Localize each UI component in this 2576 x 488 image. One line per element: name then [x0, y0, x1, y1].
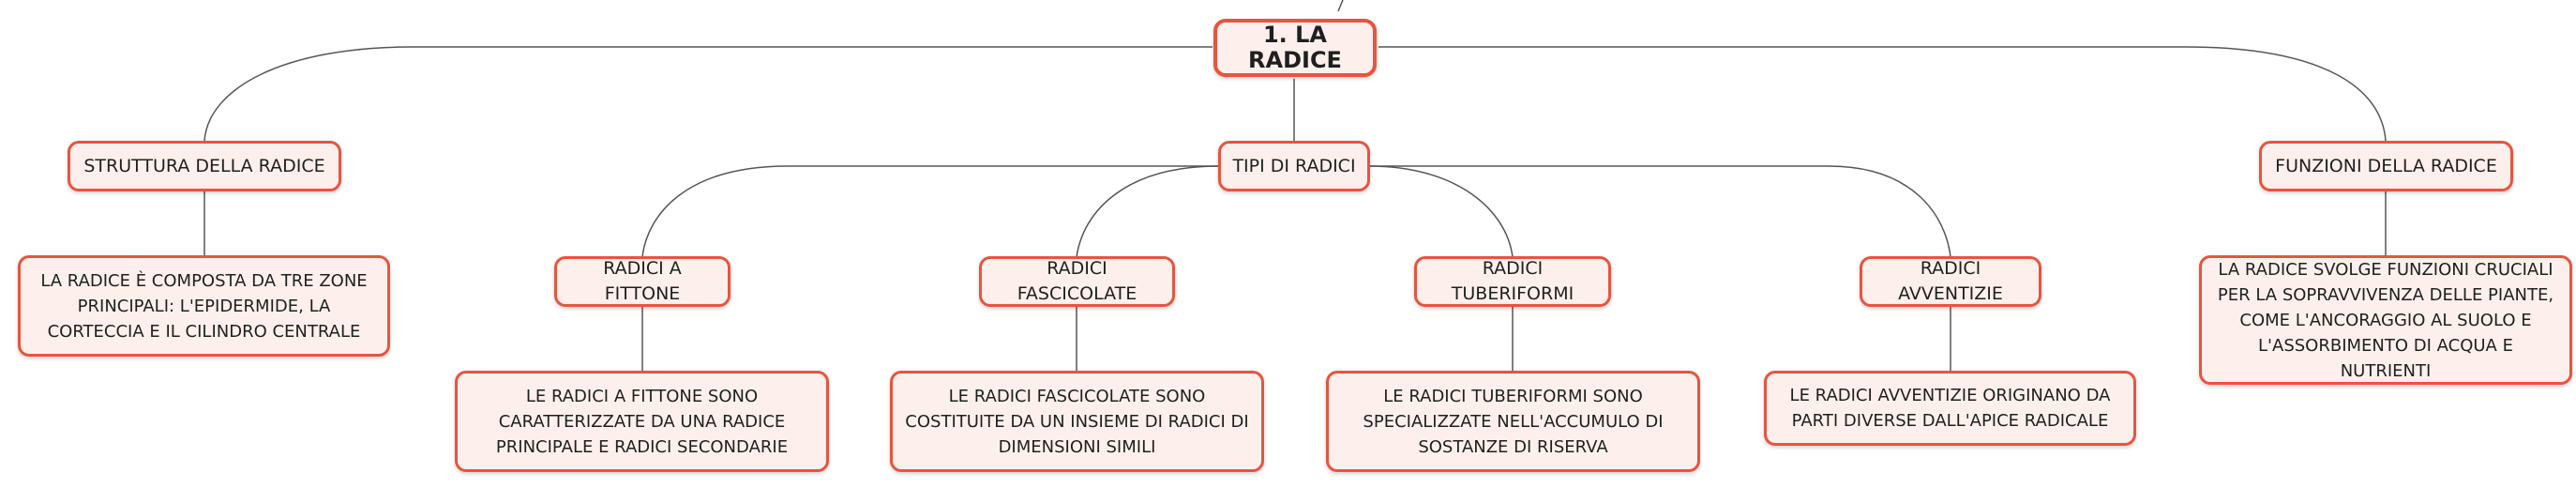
subtype-tuberiformi-node[interactable]: RADICI TUBERIFORMI	[1414, 256, 1611, 307]
subtype-fascicolate-label: RADICI FASCICOLATE	[1017, 258, 1137, 304]
connector-tipi-tuberiformi	[1368, 165, 1514, 258]
connector-root-struttura	[203, 46, 1213, 142]
root-label: 1. LA RADICE	[1248, 22, 1342, 73]
subtype-avventizie-node[interactable]: RADICI AVVENTIZIE	[1860, 256, 2041, 307]
subtype-avventizie-label: RADICI AVVENTIZIE	[1898, 258, 2003, 304]
subtype-fittone-node[interactable]: RADICI A FITTONE	[554, 256, 731, 307]
avventizie-detail-node[interactable]: LE RADICI AVVENTIZIE ORIGINANO DA PARTI …	[1764, 371, 2136, 446]
subtype-fascicolate-node[interactable]: RADICI FASCICOLATE	[979, 256, 1175, 307]
fittone-detail-node[interactable]: LE RADICI A FITTONE SONO CARATTERIZZATE …	[455, 371, 829, 472]
branch-tipi-label: TIPI DI RADICI	[1232, 155, 1356, 176]
branch-struttura-label: STRUTTURA DELLA RADICE	[83, 155, 325, 176]
connector-tipi-fascicolate	[1076, 165, 1220, 258]
branch-funzioni-label: FUNZIONI DELLA RADICE	[2275, 155, 2497, 176]
connector-root-parent	[1337, 0, 1344, 12]
fascicolate-detail-text: LE RADICI FASCICOLATE SONO COSTITUITE DA…	[905, 386, 1249, 457]
funzioni-detail-node[interactable]: LA RADICE SVOLGE FUNZIONI CRUCIALI PER L…	[2199, 255, 2572, 385]
branch-struttura-node[interactable]: STRUTTURA DELLA RADICE	[68, 141, 341, 191]
fittone-detail-text: LE RADICI A FITTONE SONO CARATTERIZZATE …	[495, 386, 789, 457]
branch-tipi-node[interactable]: TIPI DI RADICI	[1218, 141, 1370, 191]
branch-funzioni-node[interactable]: FUNZIONI DELLA RADICE	[2259, 141, 2513, 191]
root-node[interactable]: 1. LA RADICE	[1213, 19, 1377, 77]
struttura-detail-text: LA RADICE È COMPOSTA DA TRE ZONE PRINCIP…	[40, 270, 368, 342]
connector-tipi-fittone	[641, 165, 1219, 258]
connector-tipi-avventizie	[1369, 165, 1951, 258]
subtype-fittone-label: RADICI A FITTONE	[603, 258, 682, 304]
funzioni-detail-text: LA RADICE SVOLGE FUNZIONI CRUCIALI PER L…	[2217, 259, 2554, 381]
connector-root-funzioni	[1378, 46, 2387, 142]
struttura-detail-node[interactable]: LA RADICE È COMPOSTA DA TRE ZONE PRINCIP…	[18, 255, 390, 357]
subtype-tuberiformi-label: RADICI TUBERIFORMI	[1451, 258, 1574, 304]
avventizie-detail-text: LE RADICI AVVENTIZIE ORIGINANO DA PARTI …	[1789, 386, 2111, 431]
fascicolate-detail-node[interactable]: LE RADICI FASCICOLATE SONO COSTITUITE DA…	[890, 371, 1264, 472]
tuberiformi-detail-node[interactable]: LE RADICI TUBERIFORMI SONO SPECIALIZZATE…	[1326, 371, 1700, 472]
tuberiformi-detail-text: LE RADICI TUBERIFORMI SONO SPECIALIZZATE…	[1363, 386, 1664, 457]
